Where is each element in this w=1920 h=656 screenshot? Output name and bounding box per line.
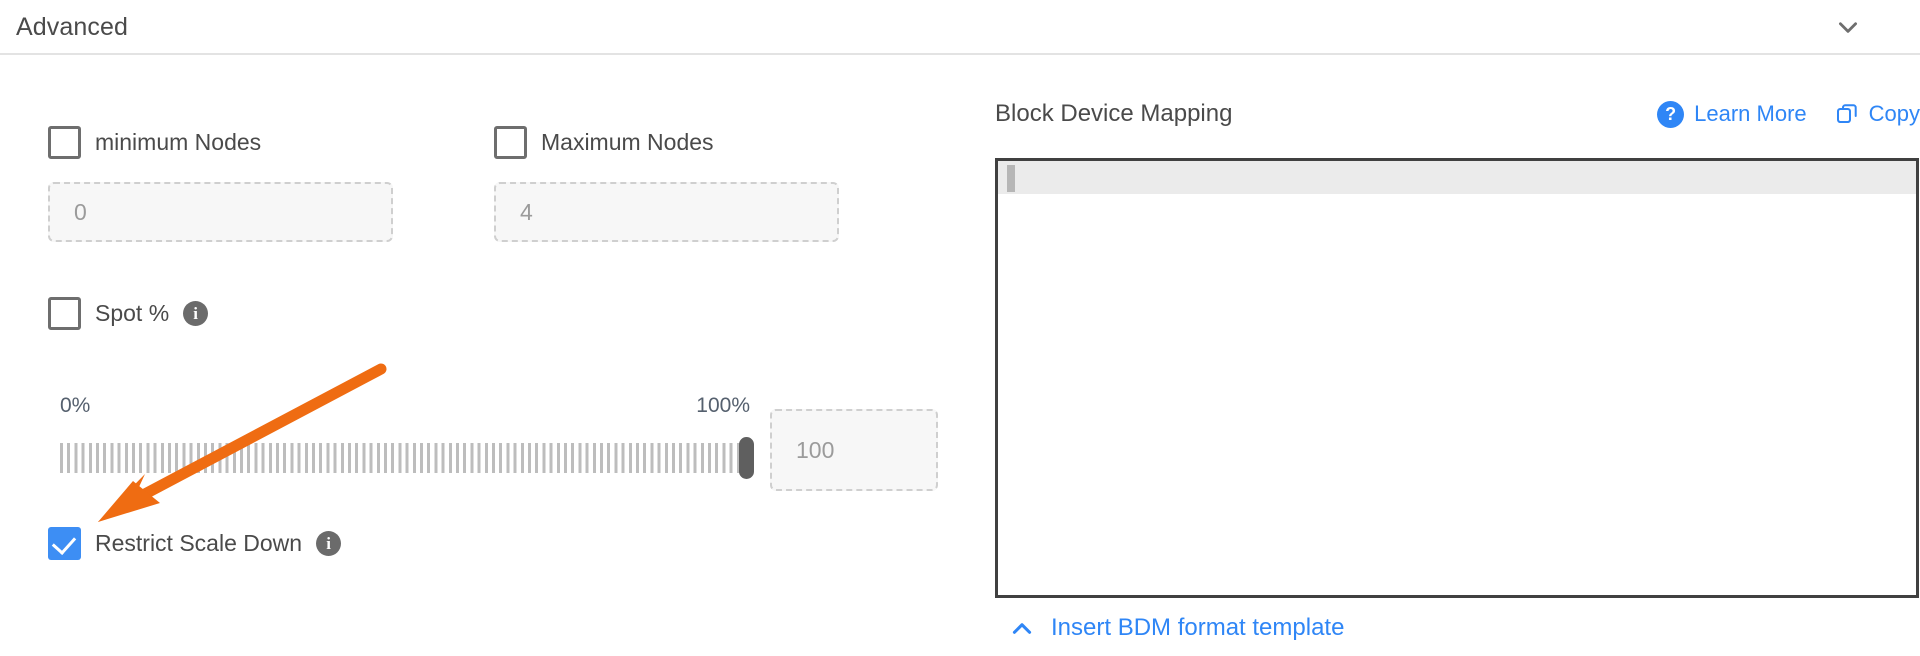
spot-percent-row: Spot % i bbox=[48, 297, 209, 330]
slider-max-label: 100% bbox=[696, 394, 750, 417]
restrict-scale-down-row: Restrict Scale Down i bbox=[48, 527, 342, 560]
slider-scale-labels: 0% 100% bbox=[60, 394, 750, 422]
question-circle-icon: ? bbox=[1657, 100, 1685, 128]
bdm-header: Block Device Mapping ? Learn More Copy bbox=[995, 98, 1920, 130]
maximum-nodes-row: Maximum Nodes bbox=[494, 126, 714, 159]
spot-percent-slider[interactable] bbox=[60, 437, 754, 479]
learn-more-label: Learn More bbox=[1694, 101, 1807, 126]
maximum-nodes-input[interactable]: 4 bbox=[494, 182, 839, 242]
minimum-nodes-input[interactable]: 0 bbox=[48, 182, 393, 242]
left-settings-column: minimum Nodes 0 Maximum Nodes 4 Spot % i… bbox=[0, 54, 960, 656]
slider-tick-marks bbox=[60, 443, 743, 473]
minimum-nodes-label: minimum Nodes bbox=[95, 129, 262, 155]
slider-thumb[interactable] bbox=[739, 437, 754, 479]
spot-percent-slider-group: 0% 100% bbox=[60, 394, 754, 479]
insert-bdm-template-button[interactable]: Insert BDM format template bbox=[995, 614, 1344, 642]
block-device-mapping-panel: Block Device Mapping ? Learn More Copy bbox=[995, 54, 1920, 656]
slider-min-label: 0% bbox=[60, 394, 91, 417]
page-title: Advanced bbox=[16, 12, 128, 41]
bdm-code-editor[interactable] bbox=[995, 158, 1919, 598]
editor-active-line bbox=[998, 161, 1916, 194]
editor-caret bbox=[1007, 165, 1015, 192]
minimum-nodes-checkbox[interactable] bbox=[48, 126, 81, 159]
learn-more-button[interactable]: ? Learn More bbox=[1657, 100, 1807, 128]
chevron-down-icon bbox=[1839, 22, 1857, 33]
minimum-nodes-row: minimum Nodes bbox=[48, 126, 261, 159]
copy-label: Copy bbox=[1868, 101, 1920, 126]
restrict-scale-down-info-icon[interactable]: i bbox=[316, 531, 342, 556]
copy-icon bbox=[1836, 104, 1857, 123]
bdm-title: Block Device Mapping bbox=[995, 100, 1233, 127]
header-divider bbox=[0, 53, 1920, 55]
bdm-actions: ? Learn More Copy bbox=[1657, 100, 1920, 128]
insert-bdm-template-label: Insert BDM format template bbox=[1051, 614, 1345, 641]
maximum-nodes-label: Maximum Nodes bbox=[541, 129, 714, 155]
spot-percent-label: Spot % bbox=[95, 300, 170, 326]
collapse-section-button[interactable] bbox=[1826, 5, 1870, 49]
chevron-up-icon bbox=[1012, 623, 1032, 634]
restrict-scale-down-label: Restrict Scale Down bbox=[95, 530, 303, 556]
spot-percent-value-input[interactable]: 100 bbox=[770, 409, 938, 491]
copy-button[interactable]: Copy bbox=[1835, 101, 1920, 127]
restrict-scale-down-checkbox[interactable] bbox=[48, 527, 81, 560]
section-header: Advanced bbox=[0, 0, 1920, 54]
maximum-nodes-checkbox[interactable] bbox=[494, 126, 527, 159]
spot-percent-checkbox[interactable] bbox=[48, 297, 81, 330]
spot-percent-info-icon[interactable]: i bbox=[183, 301, 209, 326]
